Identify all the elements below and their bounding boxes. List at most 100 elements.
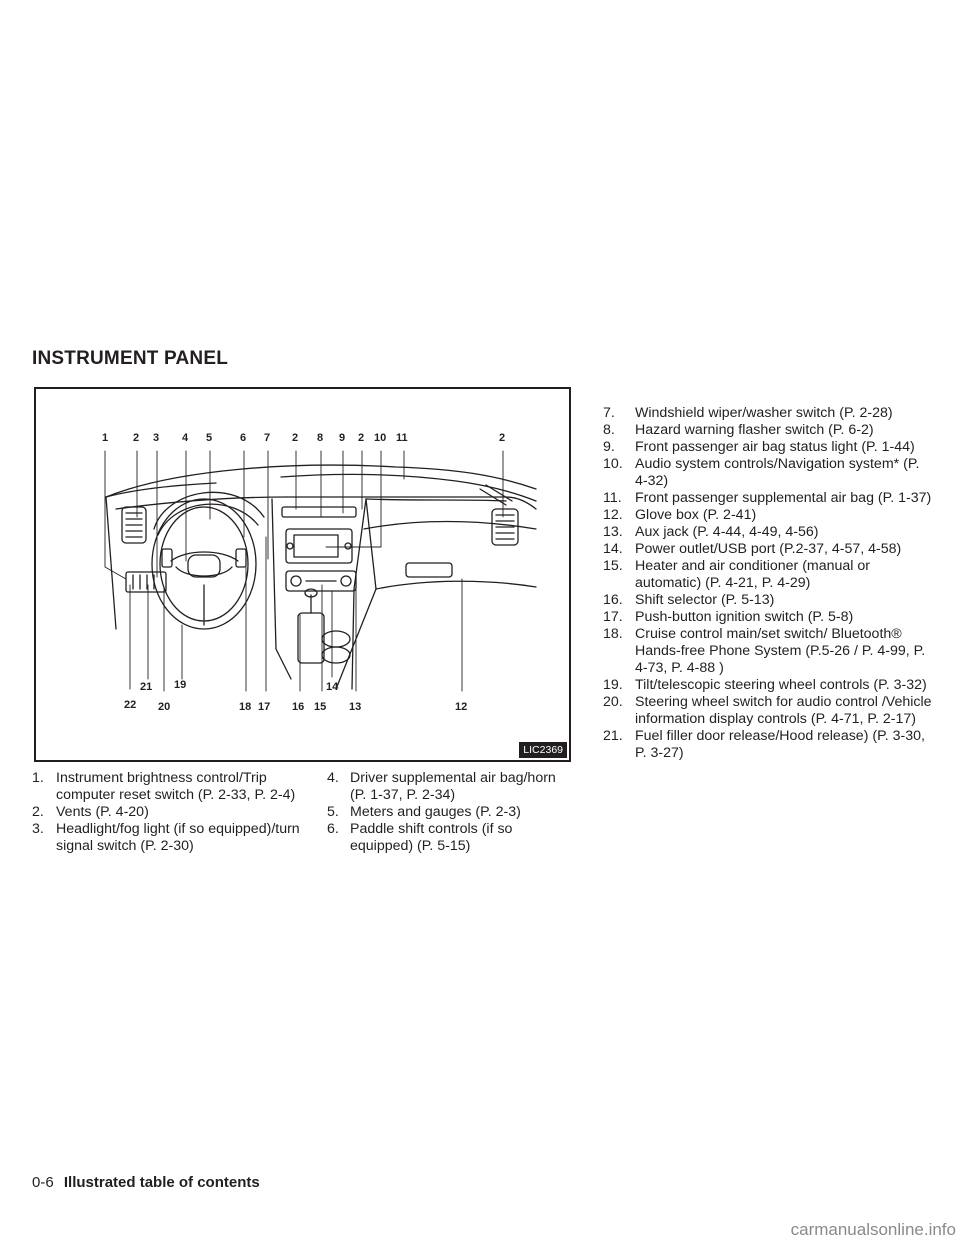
item-text: Vents (P. 4-20) bbox=[56, 804, 149, 820]
item-text: Tilt/telescopic steering wheel controls … bbox=[635, 677, 927, 693]
list-item: 15. Heater and air conditioner (manual or… bbox=[603, 558, 933, 592]
item-number: 4. bbox=[327, 770, 339, 786]
callout-label: 21 bbox=[140, 681, 153, 693]
list-item: 5. Meters and gauges (P. 2-3) bbox=[327, 804, 572, 821]
callout-label: 19 bbox=[174, 679, 187, 691]
callout-label: 3 bbox=[153, 432, 160, 444]
callout-label: 2 bbox=[133, 432, 140, 444]
item-text: Shift selector (P. 5-13) bbox=[635, 592, 775, 608]
item-text: Glove box (P. 2-41) bbox=[635, 507, 757, 523]
item-number: 7. bbox=[603, 405, 615, 421]
callout-label: 2 bbox=[292, 432, 299, 444]
item-text: Front passenger supplemental air bag (P.… bbox=[635, 490, 932, 506]
item-number: 15. bbox=[603, 558, 623, 574]
list-item: 19. Tilt/telescopic steering wheel contro… bbox=[603, 677, 933, 694]
callout-label: 4 bbox=[182, 432, 189, 444]
item-text: Paddle shift controls (if so equipped) (… bbox=[350, 821, 513, 854]
list-item: 18. Cruise control main/set switch/ Bluet… bbox=[603, 626, 933, 677]
callout-label: 15 bbox=[314, 701, 327, 713]
instrument-panel-illustration: 1 2 3 4 5 6 7 2 8 9 2 10 11 2 22 21 20 1… bbox=[34, 387, 571, 762]
callout-label: 8 bbox=[317, 432, 324, 444]
item-text: Aux jack (P. 4-44, 4-49, 4-56) bbox=[635, 524, 819, 540]
list-item: 4. Driver supplemental air bag/horn (P. 1… bbox=[327, 770, 572, 804]
callout-label: 16 bbox=[292, 701, 305, 713]
list-item: 8. Hazard warning flasher switch (P. 6-2) bbox=[603, 422, 933, 439]
section-title: INSTRUMENT PANEL bbox=[32, 348, 229, 369]
item-text: Audio system controls/Navigation system*… bbox=[635, 456, 920, 489]
page-footer: 0-6 Illustrated table of contents bbox=[32, 1174, 260, 1191]
item-number: 8. bbox=[603, 422, 615, 438]
item-text: Fuel filler door release/Hood release) (… bbox=[635, 728, 925, 761]
callout-label: 7 bbox=[264, 432, 271, 444]
callout-label: 18 bbox=[239, 701, 252, 713]
item-text: Cruise control main/set switch/ Bluetoot… bbox=[635, 626, 926, 676]
callout-label: 17 bbox=[258, 701, 271, 713]
callout-label: 11 bbox=[396, 432, 408, 444]
callout-label: 5 bbox=[206, 432, 213, 444]
list-item: 21. Fuel filler door release/Hood release… bbox=[603, 728, 933, 762]
item-number: 5. bbox=[327, 804, 339, 820]
callout-label: 12 bbox=[455, 701, 468, 713]
list-item: 17. Push-button ignition switch (P. 5-8) bbox=[603, 609, 933, 626]
item-text: Heater and air conditioner (manual or au… bbox=[635, 558, 871, 591]
item-text: Hazard warning flasher switch (P. 6-2) bbox=[635, 422, 874, 438]
figure-code: LIC2369 bbox=[519, 742, 567, 758]
list-item: 11. Front passenger supplemental air bag … bbox=[603, 490, 933, 507]
item-text: Power outlet/USB port (P.2-37, 4-57, 4-5… bbox=[635, 541, 902, 557]
callout-label: 1 bbox=[102, 432, 109, 444]
item-text: Meters and gauges (P. 2-3) bbox=[350, 804, 521, 820]
item-text: Front passenger air bag status light (P.… bbox=[635, 439, 915, 455]
list-item: 1. Instrument brightness control/Trip com… bbox=[32, 770, 317, 804]
item-number: 18. bbox=[603, 626, 623, 642]
callout-label: 14 bbox=[326, 681, 339, 693]
item-number: 3. bbox=[32, 821, 44, 837]
item-text: Push-button ignition switch (P. 5-8) bbox=[635, 609, 854, 625]
item-number: 14. bbox=[603, 541, 623, 557]
callout-labels-top: 1 2 3 4 5 6 7 2 8 9 2 10 11 2 bbox=[36, 432, 569, 448]
legend-column-2: 4. Driver supplemental air bag/horn (P. 1… bbox=[327, 770, 572, 855]
item-text: Steering wheel switch for audio control … bbox=[635, 694, 932, 727]
callout-label: 2 bbox=[358, 432, 365, 444]
list-item: 7. Windshield wiper/washer switch (P. 2-2… bbox=[603, 405, 933, 422]
item-number: 9. bbox=[603, 439, 615, 455]
callout-label: 22 bbox=[124, 699, 137, 711]
item-number: 11. bbox=[603, 490, 622, 506]
item-number: 16. bbox=[603, 592, 623, 608]
list-item: 12. Glove box (P. 2-41) bbox=[603, 507, 933, 524]
legend-column-3: 7. Windshield wiper/washer switch (P. 2-2… bbox=[603, 405, 933, 762]
item-number: 10. bbox=[603, 456, 623, 472]
list-item: 13. Aux jack (P. 4-44, 4-49, 4-56) bbox=[603, 524, 933, 541]
item-number: 20. bbox=[603, 694, 623, 710]
item-text: Driver supplemental air bag/horn (P. 1-3… bbox=[350, 770, 556, 803]
item-number: 2. bbox=[32, 804, 44, 820]
list-item: 14. Power outlet/USB port (P.2-37, 4-57, … bbox=[603, 541, 933, 558]
callout-labels-bottom: 22 21 20 19 18 17 16 15 14 13 12 bbox=[36, 389, 569, 760]
dashboard-drawing bbox=[104, 450, 537, 692]
list-item: 10. Audio system controls/Navigation syst… bbox=[603, 456, 933, 490]
item-text: Instrument brightness control/Trip compu… bbox=[56, 770, 296, 803]
list-item: 2. Vents (P. 4-20) bbox=[32, 804, 317, 821]
item-number: 1. bbox=[32, 770, 44, 786]
legend-column-1: 1. Instrument brightness control/Trip com… bbox=[32, 770, 317, 855]
list-item: 9. Front passenger air bag status light (… bbox=[603, 439, 933, 456]
list-item: 6. Paddle shift controls (if so equipped)… bbox=[327, 821, 572, 855]
callout-label: 2 bbox=[499, 432, 506, 444]
page-number: 0-6 bbox=[32, 1174, 54, 1191]
item-number: 12. bbox=[603, 507, 623, 523]
item-text: Windshield wiper/washer switch (P. 2-28) bbox=[635, 405, 893, 421]
item-number: 21. bbox=[603, 728, 623, 744]
item-number: 19. bbox=[603, 677, 623, 693]
footer-title: Illustrated table of contents bbox=[63, 1174, 260, 1191]
callout-label: 13 bbox=[349, 701, 362, 713]
callout-label: 9 bbox=[339, 432, 346, 444]
item-number: 13. bbox=[603, 524, 623, 540]
callout-label: 20 bbox=[158, 701, 171, 713]
list-item: 3.Headlight/fog light (if so equipped)/t… bbox=[32, 821, 317, 855]
item-number: 6. bbox=[327, 821, 339, 837]
callout-label: 10 bbox=[374, 432, 387, 444]
callout-label: 6 bbox=[240, 432, 247, 444]
list-item: 16. Shift selector (P. 5-13) bbox=[603, 592, 933, 609]
watermark: carmanualsonline.info bbox=[790, 1220, 956, 1239]
list-item: 20. Steering wheel switch for audio contr… bbox=[603, 694, 933, 728]
item-number: 17. bbox=[603, 609, 623, 625]
